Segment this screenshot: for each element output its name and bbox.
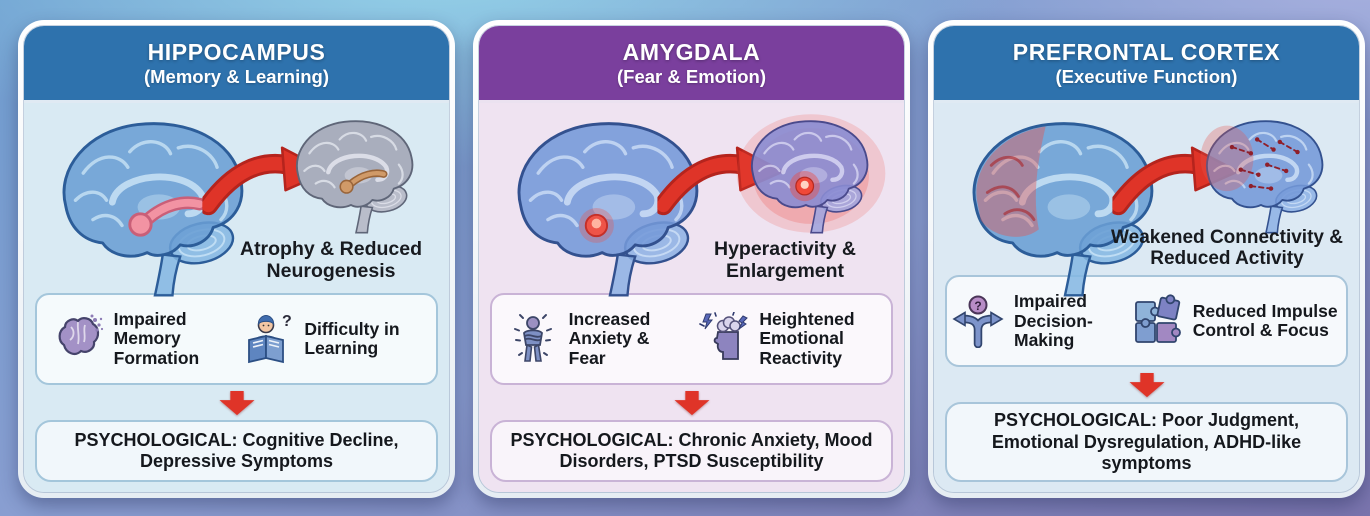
reading-question-icon: ?	[248, 313, 292, 364]
psychological-text: Poor Judgment, Emotional Dysregulation, …	[991, 410, 1302, 473]
panel-subtitle: (Memory & Learning)	[143, 65, 330, 87]
fork-arrows-question-icon: ?	[952, 295, 1004, 349]
brain-prefrontal-icon	[973, 123, 1152, 296]
panel-header: AMYGDALA (Fear & Emotion)	[479, 26, 904, 103]
svg-text:?: ?	[974, 299, 981, 313]
symptom-box: Increased Anxiety & Fear	[490, 293, 893, 385]
panel-amygdala: AMYGDALA (Fear & Emotion)	[473, 20, 910, 498]
symptom-item: ? Difficulty in Learning	[241, 312, 422, 366]
symptom-label: Reduced Impulse Control & Focus	[1192, 301, 1338, 341]
healthy-brain-hippocampus-icon	[63, 123, 242, 296]
puzzle-pieces-icon	[1134, 294, 1181, 344]
symptom-item: Heightened Emotional Reactivity	[696, 310, 877, 368]
psychological-text: Cognitive Decline, Depressive Symptoms	[139, 429, 399, 471]
psychological-label: PSYCHOLOGICAL:	[510, 429, 674, 450]
panel-header: HIPPOCAMPUS (Memory & Learning)	[24, 26, 449, 103]
panel-body: Atrophy & Reduced Neurogenesis Impaired	[24, 103, 449, 492]
effect-caption: Atrophy & Reduced Neurogenesis	[239, 238, 422, 283]
panel-frame: HIPPOCAMPUS (Memory & Learning)	[23, 25, 450, 493]
panel-frame: PREFRONTAL CORTEX (Executive Function)	[933, 25, 1360, 493]
symptom-item: ? Impaired Decision-Making	[951, 292, 1130, 350]
effect-caption: Weakened Connectivity & Reduced Activity	[1111, 226, 1343, 270]
symptom-item: Impaired Memory Formation	[51, 310, 232, 368]
dissolving-brain-icon	[58, 314, 103, 355]
down-arrow-icon	[490, 385, 893, 420]
brain-illustration-area: Atrophy & Reduced Neurogenesis	[35, 111, 438, 296]
symptom-label: Impaired Decision-Making	[1014, 291, 1093, 350]
panel-title: HIPPOCAMPUS	[147, 38, 326, 65]
panel-title: PREFRONTAL CORTEX	[1012, 38, 1281, 65]
psychological-outcome-box: PSYCHOLOGICAL: Chronic Anxiety, Mood Dis…	[490, 420, 893, 482]
psychological-label: PSYCHOLOGICAL:	[993, 410, 1157, 431]
symptom-label: Increased Anxiety & Fear	[568, 309, 651, 368]
atrophied-brain-icon	[296, 121, 413, 233]
down-arrow-icon	[35, 385, 438, 420]
panel-body: Weakened Connectivity & Reduced Activity…	[934, 103, 1359, 492]
psychological-outcome-box: PSYCHOLOGICAL: Poor Judgment, Emotional …	[945, 402, 1348, 482]
anxious-person-icon	[513, 314, 552, 362]
panel-header: PREFRONTAL CORTEX (Executive Function)	[934, 26, 1359, 103]
psychological-label: PSYCHOLOGICAL:	[74, 429, 238, 450]
symptom-label: Heightened Emotional Reactivity	[759, 309, 855, 368]
panel-body: Hyperactivity & Enlargement	[479, 103, 904, 492]
down-arrow-icon	[945, 367, 1348, 402]
brain-illustration-area: Weakened Connectivity & Reduced Activity	[945, 111, 1348, 296]
svg-text:?: ?	[282, 313, 292, 330]
brain-amygdala-icon	[518, 123, 697, 296]
psychological-text: Chronic Anxiety, Mood Disorders, PTSD Su…	[559, 429, 873, 471]
symptom-label: Impaired Memory Formation	[113, 309, 200, 368]
symptom-box: Impaired Memory Formation ?	[35, 293, 438, 385]
symptom-item: Reduced Impulse Control & Focus	[1130, 294, 1342, 348]
panel-subtitle: (Executive Function)	[1055, 65, 1238, 87]
psychological-outcome-box: PSYCHOLOGICAL: Cognitive Decline, Depres…	[35, 420, 438, 482]
brain-illustration-area: Hyperactivity & Enlargement	[490, 111, 893, 296]
symptom-item: Increased Anxiety & Fear	[506, 310, 687, 368]
symptom-label: Difficulty in Learning	[304, 318, 400, 358]
panel-frame: AMYGDALA (Fear & Emotion)	[478, 25, 905, 493]
panel-subtitle: (Fear & Emotion)	[616, 65, 767, 87]
symptom-box: ? Impaired Decision-Making	[945, 275, 1348, 368]
panel-title: AMYGDALA	[622, 38, 761, 65]
panel-prefrontal-cortex: PREFRONTAL CORTEX (Executive Function)	[928, 20, 1365, 498]
hyperactive-amygdala-brain-icon	[736, 114, 886, 233]
effect-caption: Hyperactivity & Enlargement	[714, 238, 856, 283]
panel-hippocampus: HIPPOCAMPUS (Memory & Learning)	[18, 20, 455, 498]
weakened-connectivity-brain-icon	[1200, 121, 1323, 233]
head-lightning-icon	[699, 312, 749, 360]
